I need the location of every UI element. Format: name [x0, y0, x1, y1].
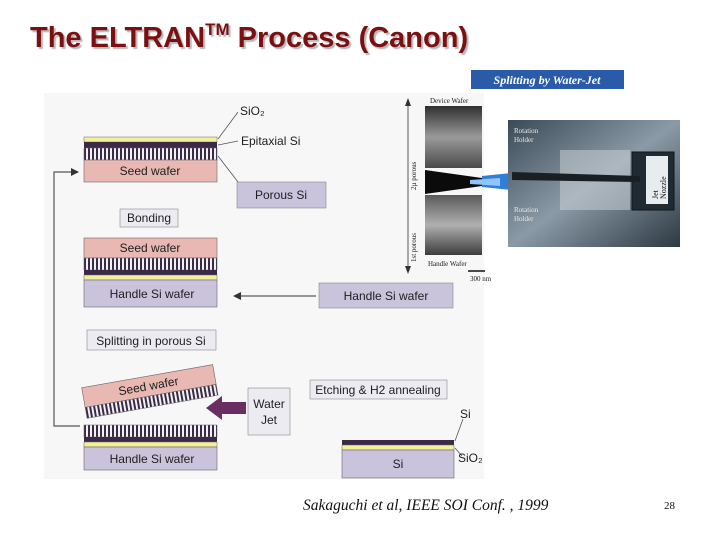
handle-wafer-photo-label: Handle Wafer: [428, 260, 467, 268]
porous-si-label: Porous Si: [255, 188, 307, 202]
final-soi-wafer: Si: [342, 440, 454, 478]
epitaxial-si-label: Epitaxial Si: [241, 134, 300, 148]
seed-wafer-top-stack: Seed wafer: [84, 137, 217, 182]
water-jet-photo: Splitting by Water-Jet Device Wafer Hand…: [405, 70, 680, 283]
citation: Sakaguchi et al, IEEE SOI Conf. , 1999: [303, 497, 548, 515]
bonding-label: Bonding: [127, 211, 171, 225]
water-jet-line1: Water: [253, 397, 285, 411]
seed-wafer-top-label: Seed wafer: [120, 164, 181, 178]
dimension-top-label: 2µ porous: [410, 161, 418, 190]
final-si-layer-label: Si: [460, 407, 471, 421]
handle-wafer-bonded-label: Handle Si wafer: [110, 287, 195, 301]
water-jet-line2: Jet: [261, 413, 278, 427]
sio2-label: SiO₂: [240, 104, 265, 118]
handle-si-wafer-new-label: Handle Si wafer: [344, 289, 429, 303]
rotation-holder-bottom-2: Holder: [514, 215, 534, 223]
sem-bottom: [425, 195, 482, 255]
rotation-holder-top-2: Holder: [514, 136, 534, 144]
water-jet-box: [248, 388, 290, 435]
jet-nozzle-label-2: Nozzle: [659, 176, 668, 199]
final-sio2-label: SiO₂: [458, 451, 483, 465]
scale-bar-label: 300 nm: [470, 275, 492, 283]
seed-wafer-bonded-label: Seed wafer: [120, 241, 181, 255]
rotation-holder-top-1: Rotation: [514, 127, 539, 135]
photo-header-label: Splitting by Water-Jet: [494, 73, 602, 87]
splitting-label: Splitting in porous Si: [96, 334, 205, 348]
handle-wafer-after-split: Handle Si wafer: [84, 425, 217, 470]
sem-top: [425, 106, 482, 168]
page-number: 28: [664, 500, 675, 512]
handle-wafer-final-label: Handle Si wafer: [110, 452, 195, 466]
rotation-holder-bottom-1: Rotation: [514, 206, 539, 214]
etching-label: Etching & H2 annealing: [315, 383, 440, 397]
final-si-label: Si: [393, 457, 404, 471]
device-wafer-label: Device Wafer: [430, 97, 469, 105]
bonded-stack: Seed wafer Handle Si wafer: [84, 238, 217, 307]
dimension-bottom-label: 1st porous: [410, 233, 418, 262]
